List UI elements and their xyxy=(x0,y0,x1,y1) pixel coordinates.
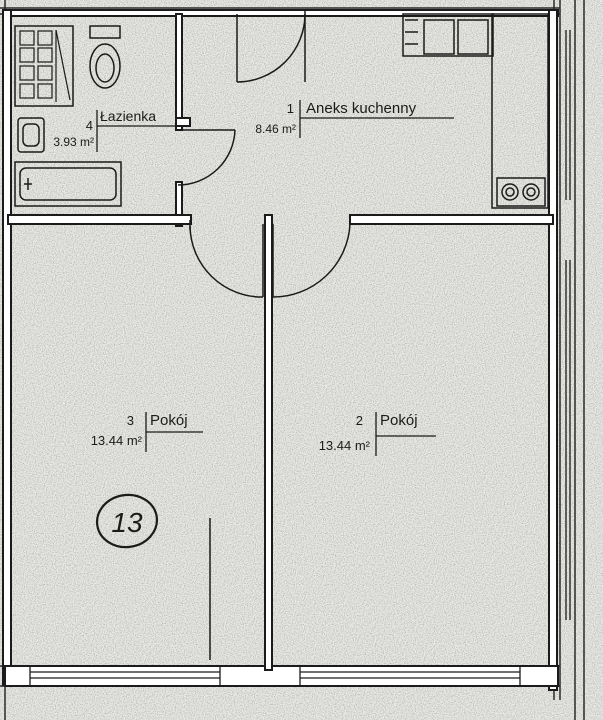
room2-name: Pokój xyxy=(380,412,418,429)
wall-right xyxy=(548,9,558,691)
sink-basin-left xyxy=(423,19,455,55)
bathroom-name: Łazienka xyxy=(100,108,156,124)
room3-name: Pokój xyxy=(150,412,188,429)
bathroom-number: 4 xyxy=(86,118,93,133)
wall-bottom xyxy=(4,665,559,687)
walls xyxy=(2,9,559,691)
unit-number-mark: 13 xyxy=(95,493,159,549)
kitchen-area: 8.46 m² xyxy=(255,122,296,136)
sink-basin-right xyxy=(457,19,489,55)
wall-bathroom-right xyxy=(175,13,183,131)
toilet-icon xyxy=(89,25,121,89)
room2-area: 13.44 m² xyxy=(319,438,371,453)
unit-number: 13 xyxy=(111,507,143,538)
wall-bathroom-right-lower xyxy=(175,181,183,227)
wall-bath-kitchen-divider xyxy=(175,117,191,127)
bathroom-fixtures xyxy=(14,25,122,207)
wall-left xyxy=(2,9,12,686)
sink-icon xyxy=(17,117,45,153)
room3-area: 13.44 m² xyxy=(91,433,143,448)
kitchen-counter-side xyxy=(491,13,549,209)
bottom-windows xyxy=(29,666,521,686)
kitchen-counter xyxy=(402,13,494,57)
room3-door xyxy=(189,220,264,298)
wall-top xyxy=(4,9,559,17)
entrance-door xyxy=(236,10,306,83)
stove-burner-right xyxy=(522,183,540,201)
wall-middle-right xyxy=(349,214,554,225)
right-windows xyxy=(565,30,571,620)
room2-number: 2 xyxy=(356,413,363,428)
kitchen-number: 1 xyxy=(287,101,294,116)
stove-burner-left xyxy=(501,183,519,201)
label-room3: 3 Pokój 13.44 m² xyxy=(91,412,203,452)
bathroom-door xyxy=(176,129,236,186)
label-kitchen: 1 Aneks kuchenny 8.46 m² xyxy=(255,100,454,138)
room3-number: 3 xyxy=(127,413,134,428)
label-room2: 2 Pokój 13.44 m² xyxy=(319,412,436,456)
kitchen-name: Aneks kuchenny xyxy=(306,100,417,117)
washing-machine xyxy=(14,25,74,107)
bathtub-icon xyxy=(14,161,122,207)
wall-center xyxy=(264,214,273,671)
room2-door xyxy=(272,223,351,298)
bathroom-area: 3.93 m² xyxy=(53,135,94,149)
label-bathroom: 4 Łazienka 3.93 m² xyxy=(53,108,176,152)
wall-middle-left xyxy=(7,214,192,225)
kitchen-fixtures xyxy=(402,13,549,209)
stove xyxy=(496,177,546,207)
